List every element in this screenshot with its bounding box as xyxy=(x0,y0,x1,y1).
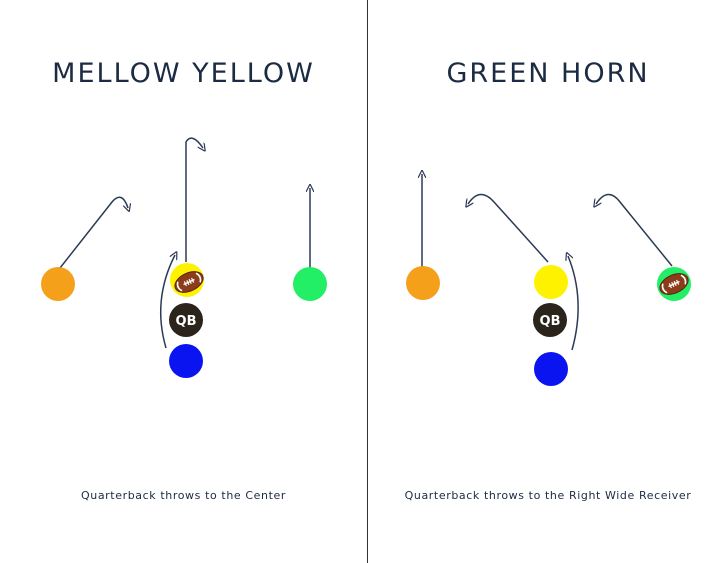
quarterback-marker xyxy=(169,303,203,337)
play-diagram: QB xyxy=(41,137,327,378)
football-icon xyxy=(659,273,689,295)
panel-divider xyxy=(367,0,368,563)
play-caption: Quarterback throws to the Right Wide Rec… xyxy=(404,489,692,502)
football-icon xyxy=(174,271,204,293)
running-back-marker xyxy=(169,344,203,378)
running-back-marker xyxy=(534,352,568,386)
running-back-route xyxy=(568,256,579,351)
left-receiver-marker xyxy=(406,266,440,300)
play-caption: Quarterback throws to the Center xyxy=(81,489,286,502)
right-receiver-marker xyxy=(293,267,327,301)
center-marker xyxy=(534,265,568,299)
play-panel-mellow-yellow: MELLOW YELLOW QB xyxy=(41,58,327,502)
quarterback-marker xyxy=(533,303,567,337)
center-route xyxy=(468,193,549,263)
running-back-route xyxy=(159,255,175,349)
play-diagram: QB xyxy=(406,0,691,386)
center-route xyxy=(185,137,203,262)
play-title: GREEN HORN xyxy=(446,58,650,89)
quarterback-label: QB xyxy=(176,314,197,329)
play-panel-green-horn: GREEN HORN QB xyxy=(368,0,728,563)
quarterback-label: QB xyxy=(540,314,561,329)
right-receiver-route xyxy=(596,193,673,267)
left-receiver-route xyxy=(59,196,128,269)
left-receiver-marker xyxy=(41,267,75,301)
play-title: MELLOW YELLOW xyxy=(52,58,315,89)
